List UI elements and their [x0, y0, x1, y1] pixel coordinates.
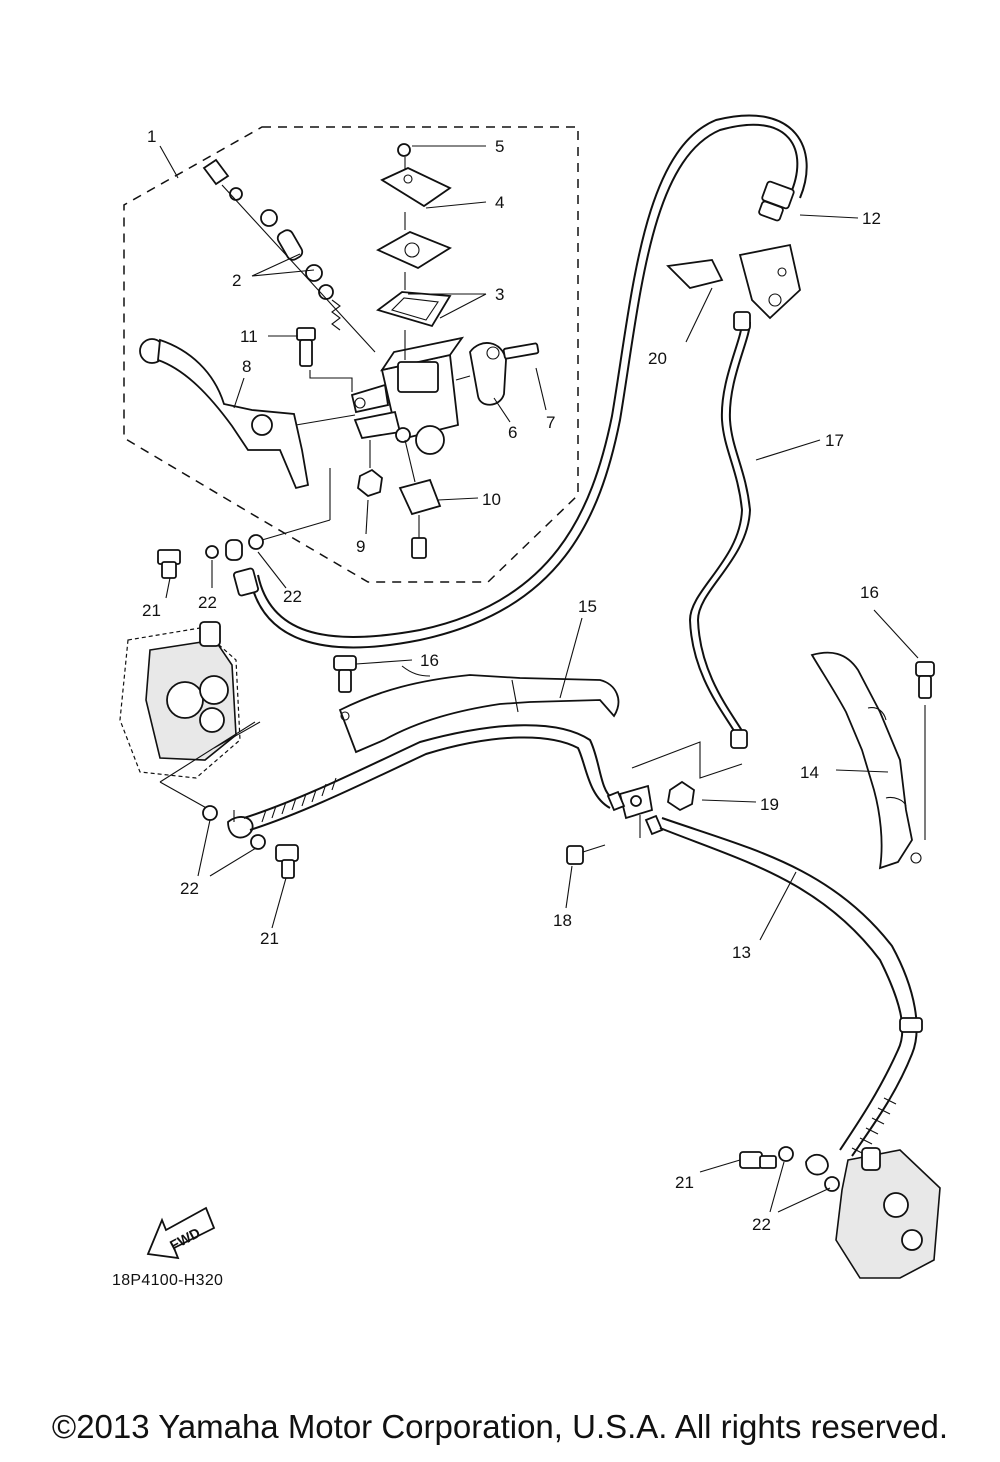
pipe-fitting-upper — [733, 311, 751, 331]
callout-22c: 22 — [180, 879, 199, 898]
callout-8: 8 — [242, 357, 251, 376]
callout-22d: 22 — [752, 1215, 771, 1234]
callout-21a: 21 — [142, 601, 161, 620]
callout-2: 2 — [232, 271, 241, 290]
callout-17: 17 — [825, 431, 844, 450]
callout-7: 7 — [546, 413, 555, 432]
handlebar-clamp — [455, 342, 540, 406]
master-cylinder — [350, 336, 465, 455]
right-brake-hose — [659, 827, 904, 1151]
reservoir-parts — [376, 143, 452, 360]
brake-tee-fitting — [566, 741, 743, 865]
left-brake-hose — [243, 724, 613, 819]
callout-20: 20 — [648, 349, 667, 368]
diagram-code: 18P4100-H320 — [112, 1272, 224, 1289]
callout-19: 19 — [760, 795, 779, 814]
callout-numbers: 1 2 3 4 5 6 7 8 9 10 11 12 13 14 15 16 1… — [142, 127, 881, 1234]
right-caliper — [739, 1146, 941, 1279]
callout-6: 6 — [508, 423, 517, 442]
upper-brake-hose — [249, 123, 799, 649]
hose-armor-right — [851, 1097, 897, 1155]
lever-nut-and-switch — [357, 439, 442, 559]
hose-guard-center — [333, 655, 620, 754]
callout-21c: 21 — [675, 1173, 694, 1192]
copyright-notice: ©2013 Yamaha Motor Corporation, U.S.A. A… — [51, 1408, 949, 1445]
callout-13: 13 — [732, 943, 751, 962]
piston-kit — [202, 158, 376, 353]
left-caliper — [119, 621, 261, 811]
callout-16a: 16 — [420, 651, 439, 670]
callout-11: 11 — [240, 327, 258, 346]
brake-pipe — [688, 321, 744, 739]
callout-9: 9 — [356, 537, 365, 556]
callout-18: 18 — [553, 911, 572, 930]
callout-3: 3 — [495, 285, 504, 304]
pipe-fitting-lower — [730, 729, 748, 749]
callout-16b: 16 — [860, 583, 879, 602]
upper-banjo-fitting — [157, 468, 331, 597]
upper-hose-fitting — [666, 180, 801, 320]
callout-5: 5 — [495, 137, 504, 156]
callout-12: 12 — [862, 209, 881, 228]
hose-collar — [899, 1017, 923, 1033]
callout-10: 10 — [482, 490, 501, 509]
brake-lever — [139, 338, 356, 490]
leader-lines — [159, 145, 919, 1213]
callout-21b: 21 — [260, 929, 279, 948]
callout-14: 14 — [800, 763, 819, 782]
callout-1: 1 — [147, 127, 156, 146]
callout-22b: 22 — [283, 587, 302, 606]
callout-15: 15 — [578, 597, 597, 616]
pivot-bolt — [296, 327, 353, 392]
left-banjo-fitting — [202, 805, 299, 879]
callout-22a: 22 — [198, 593, 217, 612]
hose-armor-left — [261, 777, 337, 823]
hose-guard-right — [810, 651, 935, 870]
callout-4: 4 — [495, 193, 504, 212]
assembly-boundary — [123, 126, 579, 583]
fwd-arrow: FWD — [146, 1206, 216, 1260]
